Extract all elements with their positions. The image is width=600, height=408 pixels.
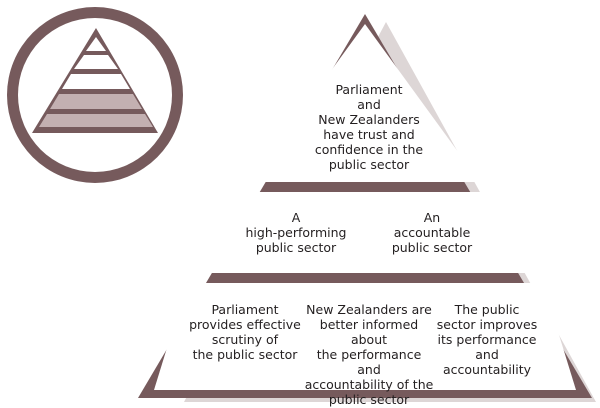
icon-band-3 xyxy=(62,74,130,89)
pyramid-tier-top xyxy=(250,24,480,182)
tier-bottom-col3-text: The public sector improves its performan… xyxy=(436,302,538,377)
icon-band-4 xyxy=(50,94,142,109)
tier-bottom-col2-text: New Zealanders are better informed about… xyxy=(304,302,434,407)
tier-middle-right-text: An accountable public sector xyxy=(391,210,473,255)
tier-bottom-col1-text: Parliament provides effective scrutiny o… xyxy=(189,302,301,362)
tier-top-text: Parliament and New Zealanders have trust… xyxy=(314,82,424,172)
pyramid-icon xyxy=(7,7,183,183)
pyramid-tier-middle xyxy=(193,192,537,273)
icon-band-2 xyxy=(74,55,118,69)
icon-band-1 xyxy=(86,37,106,51)
tier-middle-left-text: A high-performing public sector xyxy=(245,210,347,255)
pyramid-tier-bottom xyxy=(154,283,576,390)
icon-band-5 xyxy=(39,114,153,127)
